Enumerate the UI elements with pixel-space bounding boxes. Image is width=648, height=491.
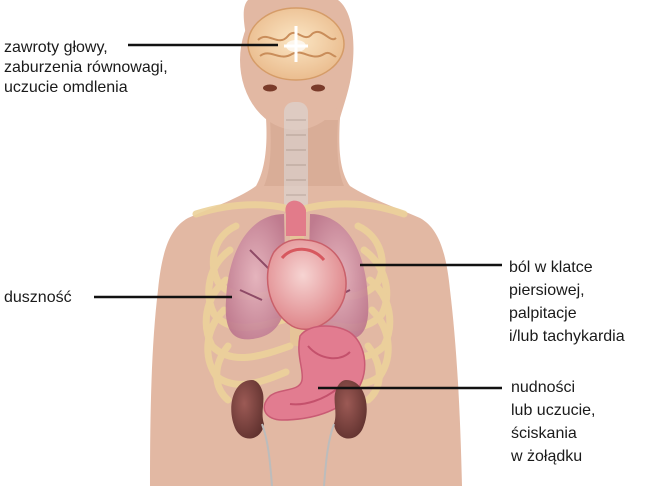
label-chest-pain: ból w klatce piersiowej, palpitacje i/lu… bbox=[509, 256, 625, 348]
label-dyspnea: duszność bbox=[4, 288, 72, 308]
label-line: piersiowej, bbox=[509, 282, 585, 299]
leader-lines bbox=[94, 43, 502, 390]
label-line: duszność bbox=[4, 289, 72, 306]
label-line: lub uczucie, bbox=[511, 402, 596, 419]
label-line: zaburzenia równowagi, bbox=[4, 59, 168, 76]
label-line: i/lub tachykardia bbox=[509, 328, 625, 345]
right-eye bbox=[311, 84, 325, 92]
label-line: palpitacje bbox=[509, 305, 577, 322]
label-nausea: nudności lub uczucie, ściskania w żołądk… bbox=[511, 376, 596, 468]
label-line: nudności bbox=[511, 379, 576, 396]
label-line: ściskania bbox=[511, 425, 577, 442]
label-dizziness: zawroty głowy, zaburzenia równowagi, ucz… bbox=[4, 38, 168, 98]
label-line: ból w klatce bbox=[509, 259, 593, 276]
label-line: w żołądku bbox=[511, 448, 583, 465]
heart-illustration bbox=[266, 200, 347, 331]
label-line: uczucie omdlenia bbox=[4, 79, 128, 96]
brain-illustration bbox=[247, 7, 345, 81]
left-eye bbox=[263, 84, 277, 92]
trachea-illustration bbox=[284, 102, 308, 212]
label-line: zawroty głowy, bbox=[4, 39, 108, 56]
kidneys-illustration bbox=[231, 380, 367, 487]
